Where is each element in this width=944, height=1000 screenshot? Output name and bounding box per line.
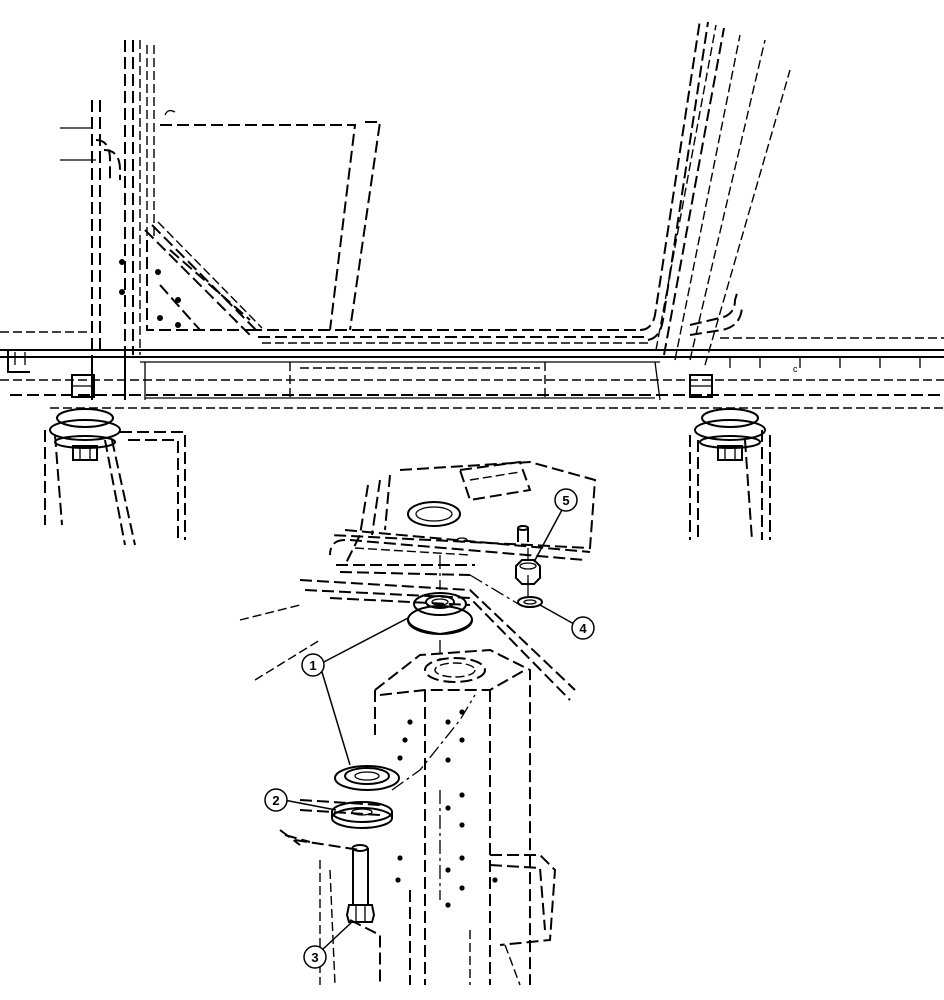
flat-washer (331, 801, 393, 829)
hex-nut (515, 559, 541, 585)
callout-4-label: 4 (579, 621, 587, 636)
callout-5: 5 (533, 488, 578, 563)
callout-2-label: 2 (272, 793, 279, 808)
frame-bracket (279, 648, 557, 986)
rubber-isolator-upper (407, 592, 473, 636)
hex-bolt (345, 844, 376, 923)
callout-1-label: 1 (309, 658, 316, 673)
exploded-detail-view (239, 460, 597, 986)
upper-cab-frame: c (0, 19, 944, 409)
callout-5-label: 5 (562, 493, 569, 508)
lock-washer (517, 596, 543, 608)
callout-2: 2 (264, 788, 337, 812)
callout-3: 3 (303, 921, 353, 969)
callout-4: 4 (539, 604, 595, 640)
left-cab-mount (44, 374, 186, 546)
right-cab-mount (689, 374, 771, 541)
svg-text:c: c (793, 364, 798, 374)
callout-1: 1 (301, 617, 409, 766)
rubber-isolator-lower (334, 765, 400, 791)
callout-3-label: 3 (311, 950, 318, 965)
